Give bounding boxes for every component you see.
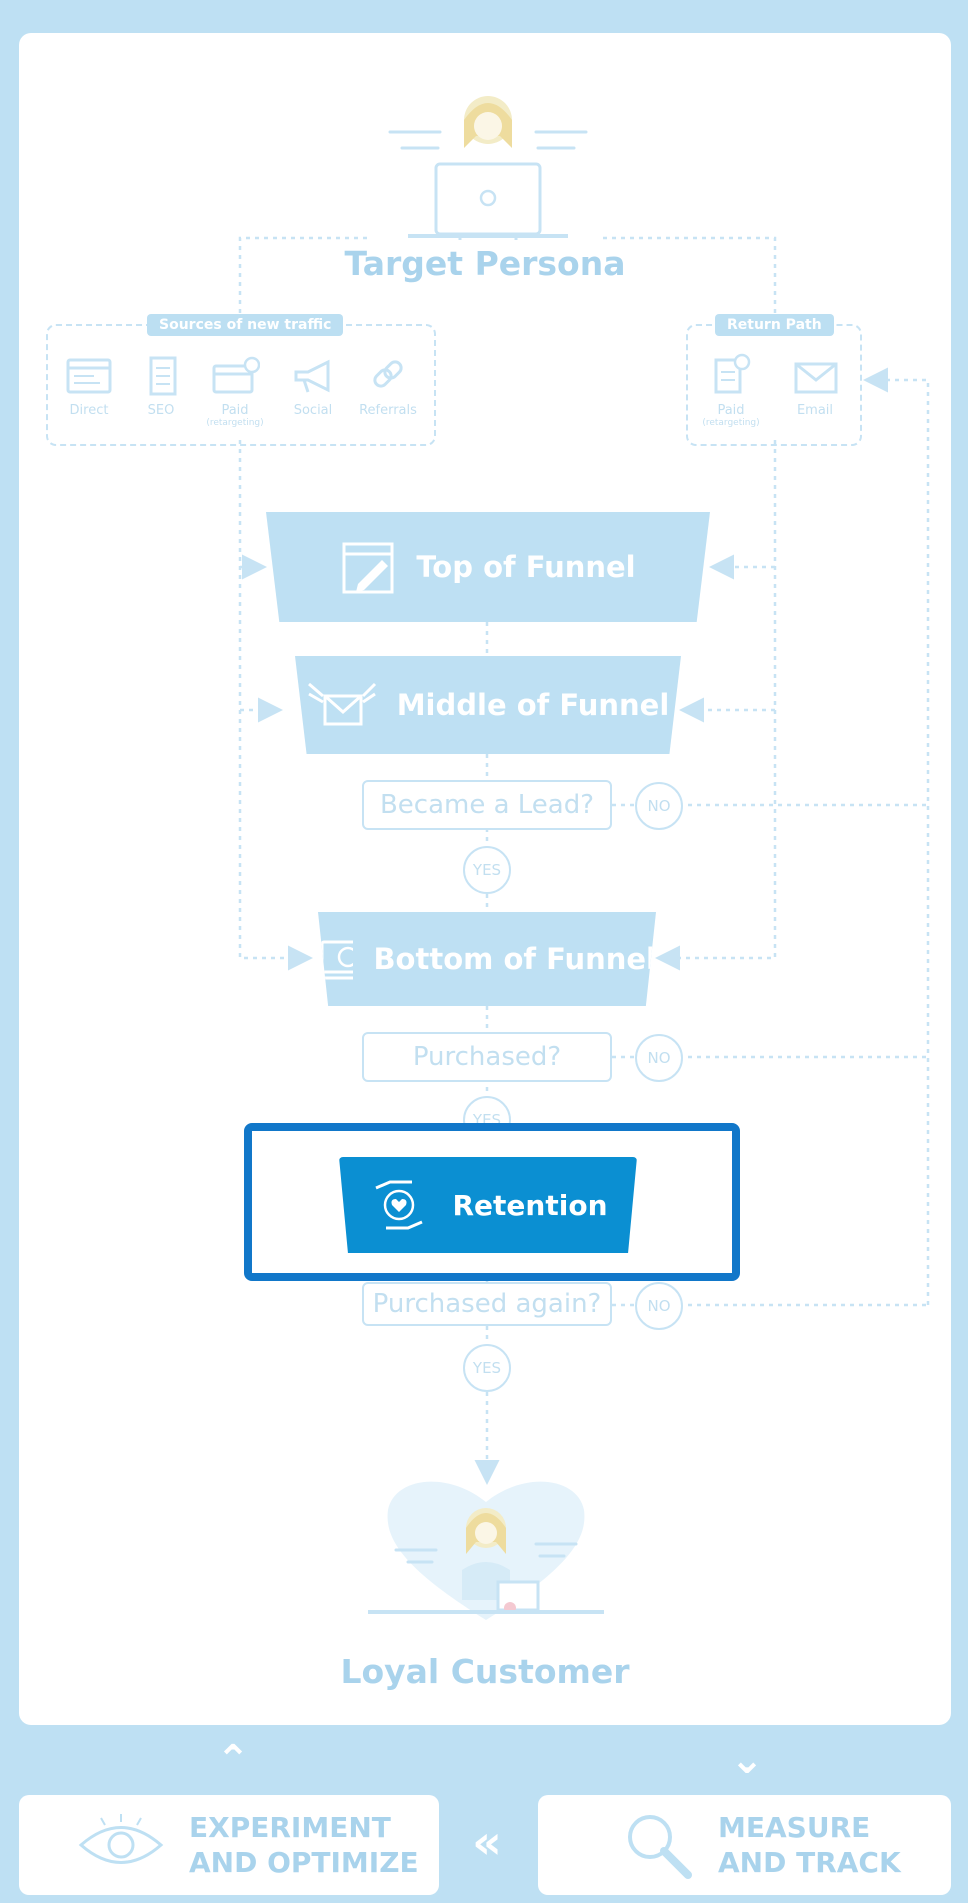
megaphone-icon — [294, 359, 330, 393]
no-badge: NO — [635, 782, 683, 830]
pencil-page-icon — [342, 542, 394, 594]
down-chevron-icon: ⌄ — [730, 1737, 764, 1783]
experiment-optimize-card[interactable]: EXPERIMENT AND OPTIMIZE — [19, 1795, 439, 1895]
envelope-icon — [794, 362, 838, 394]
source-paid: Paid (retargeting) — [196, 356, 274, 428]
stage-label: Bottom of Funnel — [373, 942, 656, 976]
source-label: Referrals — [359, 403, 417, 418]
source-label: Paid — [221, 403, 249, 418]
stage-label: Retention — [452, 1188, 608, 1222]
stage-retention[interactable]: Retention — [339, 1157, 637, 1253]
persona-illustration — [388, 96, 588, 240]
eye-icon — [78, 1814, 164, 1864]
stage-middle-of-funnel[interactable]: Middle of Funnel — [295, 656, 681, 754]
source-direct: Direct — [50, 356, 128, 418]
yes-badge: YES — [463, 1344, 511, 1392]
source-seo: SEO — [122, 356, 200, 418]
document-icon — [149, 356, 177, 396]
return-label: Paid — [717, 403, 745, 418]
return-sublabel: (retargeting) — [702, 418, 760, 428]
stage-top-of-funnel[interactable]: Top of Funnel — [266, 512, 710, 622]
return-paid: Paid (retargeting) — [692, 352, 770, 428]
ad-card-icon — [212, 356, 261, 394]
stage-label: Top of Funnel — [416, 550, 636, 584]
experiment-optimize-label: EXPERIMENT AND OPTIMIZE — [189, 1811, 419, 1879]
magnifier-icon — [628, 1815, 692, 1879]
target-persona-title: Target Persona — [344, 244, 626, 283]
source-sublabel: (retargeting) — [206, 418, 264, 428]
stage-label: Middle of Funnel — [396, 688, 670, 722]
double-left-arrow-icon: « — [472, 1815, 502, 1869]
measure-track-label: MEASURE AND TRACK — [718, 1811, 901, 1879]
paid-document-icon — [714, 353, 751, 394]
return-path-label: Return Path — [715, 314, 834, 336]
source-referrals: Referrals — [349, 356, 427, 418]
return-email: Email — [776, 352, 854, 418]
yes-badge: YES — [463, 846, 511, 894]
hands-heart-icon — [375, 1180, 424, 1230]
up-chevron-icon: ⌃ — [216, 1737, 250, 1783]
source-label: Direct — [69, 403, 109, 418]
measure-track-card[interactable]: MEASURE AND TRACK — [538, 1795, 951, 1895]
source-label: SEO — [147, 403, 175, 418]
return-label: Email — [796, 403, 834, 418]
question-purchased-again: Purchased again? — [362, 1282, 612, 1326]
question-purchased: Purchased? — [362, 1032, 612, 1082]
winged-envelope-icon — [307, 682, 376, 726]
sources-group-label: Sources of new traffic — [147, 314, 344, 336]
source-label: Social — [293, 403, 333, 418]
stage-bottom-of-funnel[interactable]: Bottom of Funnel — [318, 912, 656, 1006]
no-badge: NO — [635, 1034, 683, 1082]
loyal-customer-illustration — [368, 1481, 604, 1620]
loyal-customer-title: Loyal Customer — [340, 1652, 630, 1691]
source-social: Social — [274, 356, 352, 418]
browser-window-icon — [66, 358, 112, 394]
question-became-lead: Became a Lead? — [362, 780, 612, 830]
chain-link-icon — [373, 360, 403, 388]
no-badge: NO — [635, 1282, 683, 1330]
